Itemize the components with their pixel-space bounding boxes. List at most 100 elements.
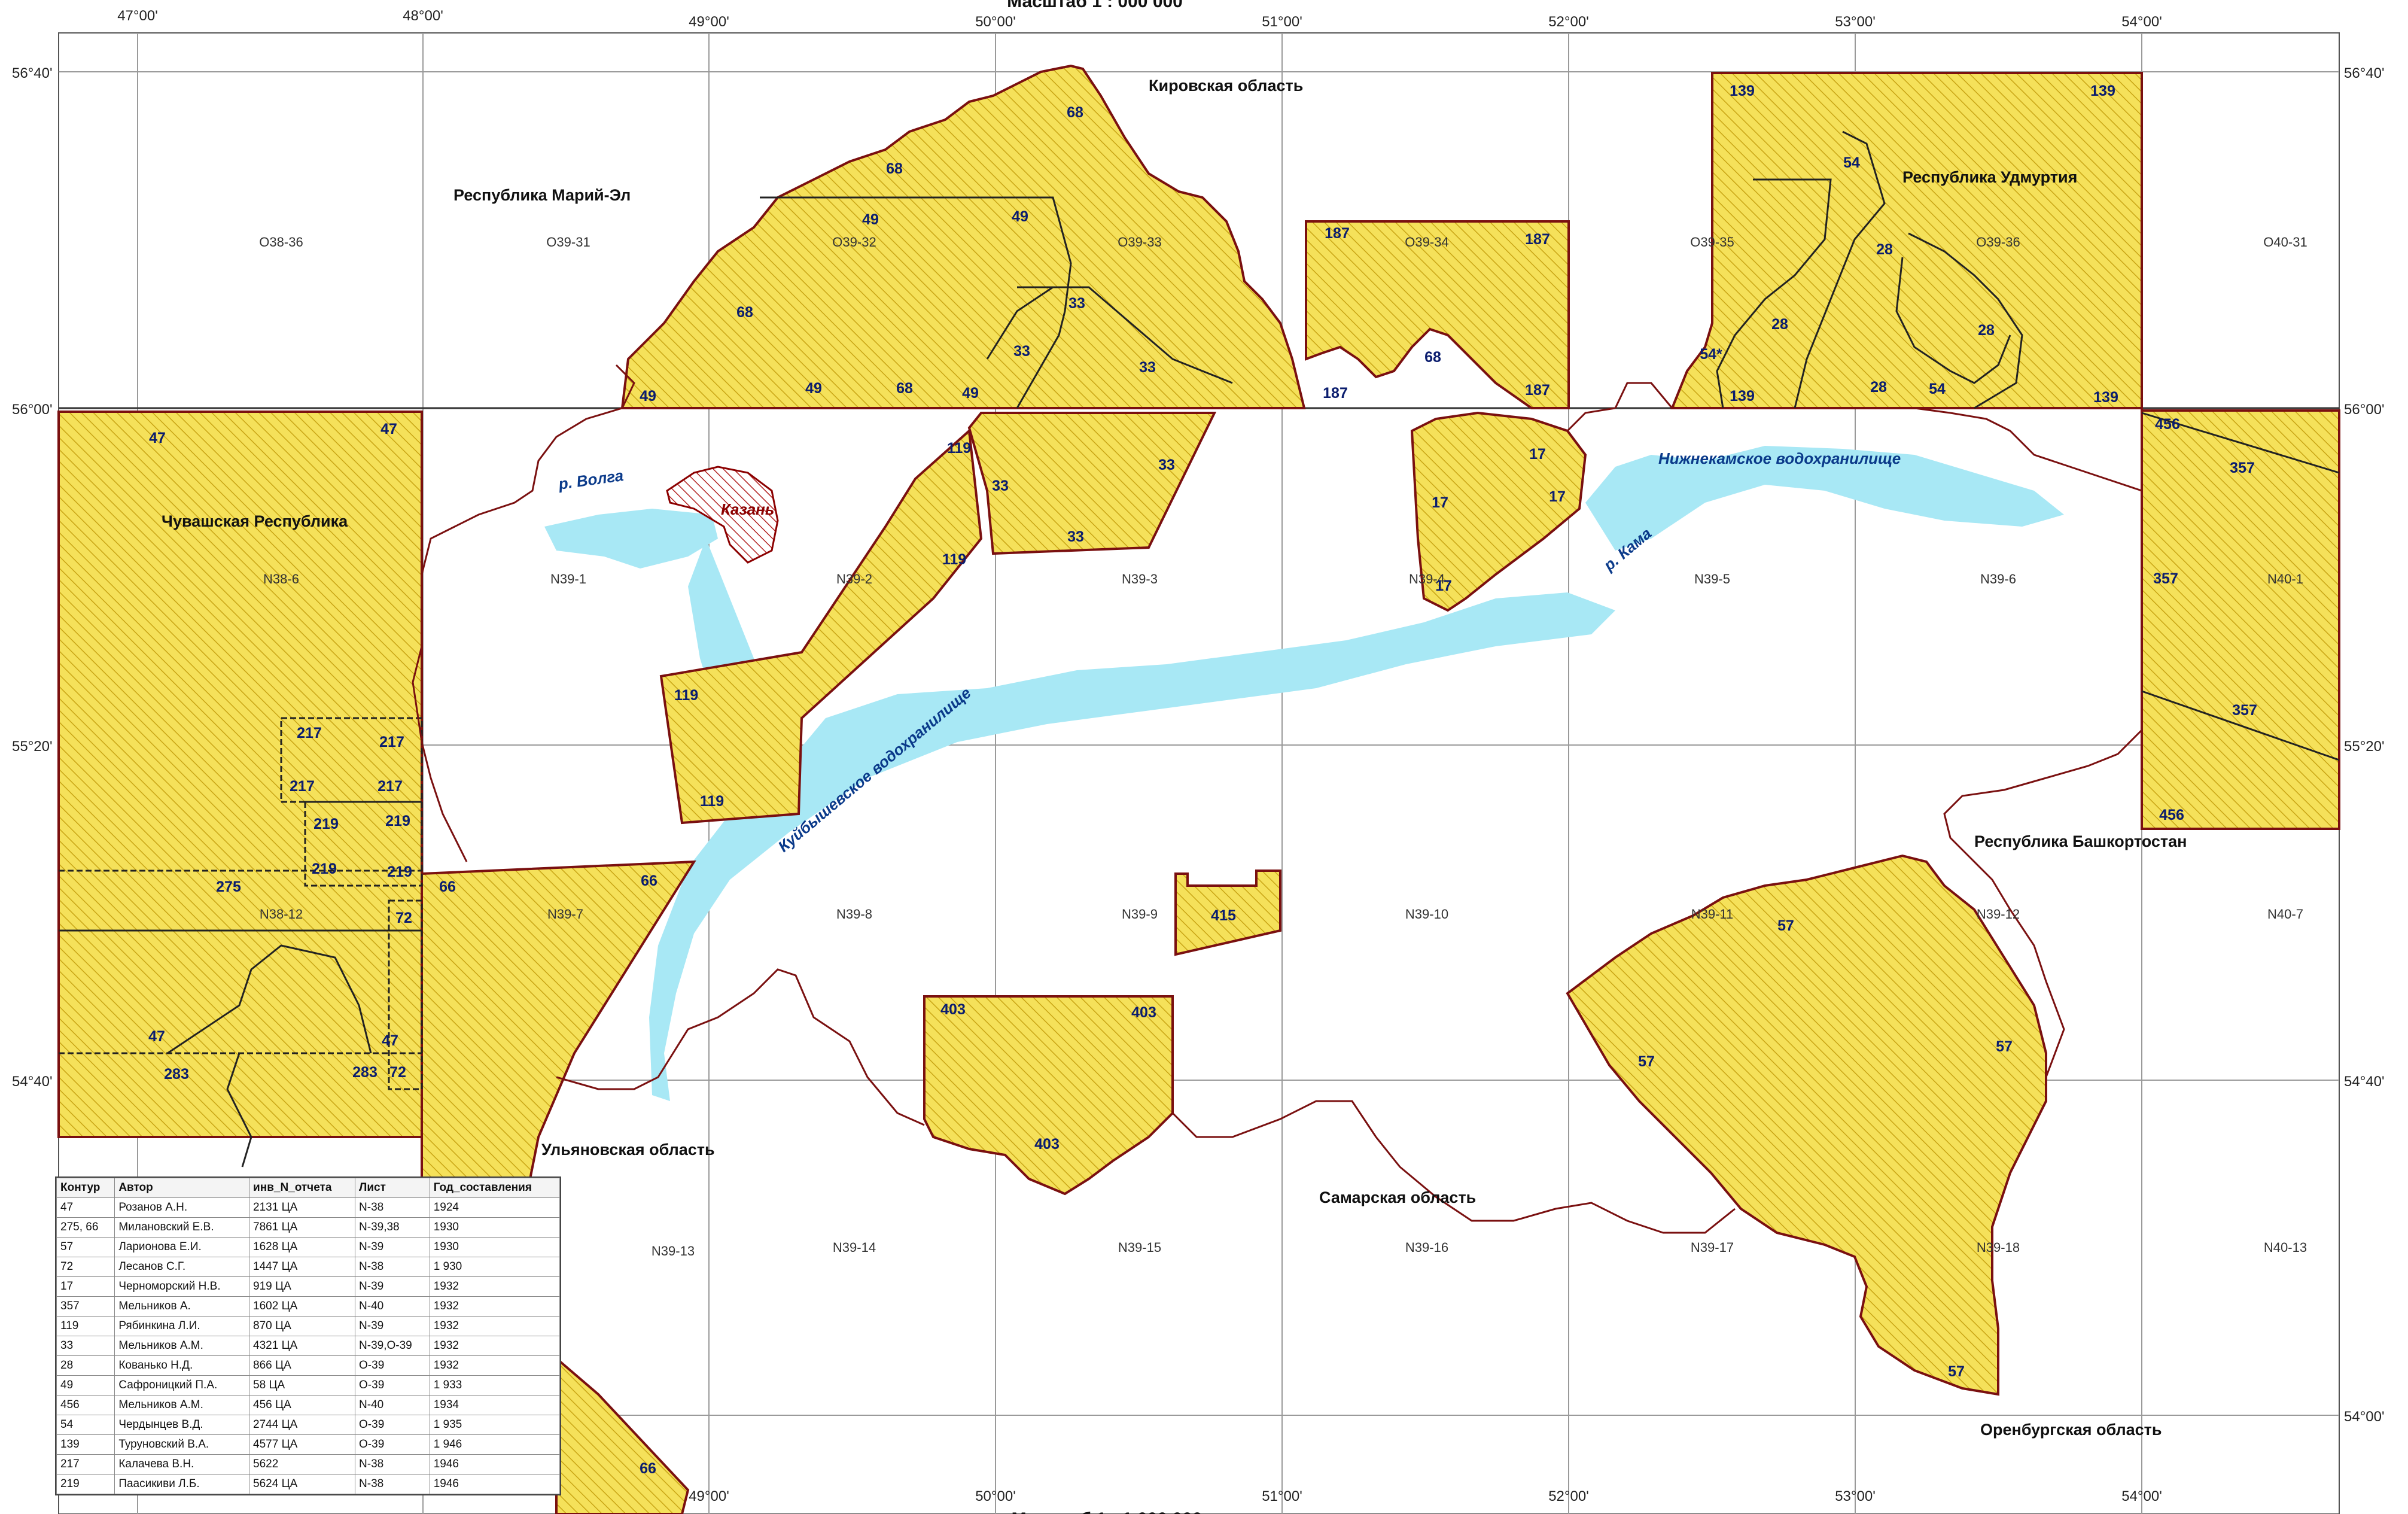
table-cell: 456 ЦА	[249, 1395, 356, 1415]
table-cell: 1447 ЦА	[249, 1257, 356, 1277]
contour-label: 57	[1777, 917, 1794, 934]
contour-57	[1566, 854, 2047, 1396]
contour-label: 49	[962, 385, 979, 402]
sheet-label: О39-34	[1405, 235, 1448, 250]
table-cell: 7861 ЦА	[249, 1217, 356, 1238]
lon-label: 52°00'	[1548, 14, 1589, 30]
lon-label: 50°00'	[975, 1488, 1016, 1504]
lon-label: 53°00'	[1835, 14, 1876, 30]
table-cell: 4577 ЦА	[249, 1434, 356, 1455]
interior-boundaries	[59, 130, 2340, 1168]
table-cell: N-40	[355, 1296, 430, 1317]
sheet-label: О39-35	[1690, 235, 1734, 250]
table-cell: 54	[56, 1415, 115, 1435]
table-cell: 219	[56, 1474, 115, 1494]
sheet-label: N39-8	[836, 907, 872, 922]
contour-label: 403	[1131, 1004, 1156, 1021]
table-cell: 1 930	[429, 1257, 561, 1277]
sheet-label: N39-5	[1694, 571, 1730, 586]
table-cell: 57	[56, 1237, 115, 1257]
contour-label: 119	[942, 551, 966, 568]
table-cell: 58 ЦА	[249, 1375, 356, 1396]
contour-label: 47	[380, 421, 397, 437]
contour-label: 33	[1067, 528, 1084, 545]
sheet-label: N39-13	[652, 1244, 695, 1258]
sheet-label: О39-33	[1118, 235, 1161, 250]
table-cell: 1946	[429, 1454, 561, 1475]
latitude-labels-left: 56°40' 56°00' 55°20' 54°40'	[12, 65, 53, 1090]
table-cell: N-40	[355, 1395, 430, 1415]
table-cell: О-39	[355, 1375, 430, 1396]
lat-label: 56°40'	[2344, 65, 2385, 81]
sheet-label: О40-31	[2263, 235, 2307, 250]
lon-label: 51°00'	[1262, 14, 1302, 30]
contour-label: 47	[382, 1032, 398, 1049]
sheet-label: N39-16	[1405, 1240, 1448, 1255]
table-cell: О-39	[355, 1434, 430, 1455]
table-cell: 456	[56, 1395, 115, 1415]
contour-label: 33	[992, 478, 1009, 494]
contour-label: 219	[313, 816, 339, 832]
contour-label: 54	[1929, 381, 1946, 397]
contour-label: 217	[379, 734, 404, 750]
water-bodies	[544, 446, 2064, 1101]
table-cell: О-39	[355, 1415, 430, 1435]
contour-label: 68	[736, 304, 753, 321]
region-mari: Республика Марий-Эл	[453, 186, 631, 204]
table-cell: 1932	[429, 1355, 561, 1376]
lon-label: 48°00'	[403, 8, 443, 24]
contour-label: 66	[641, 872, 657, 889]
lat-label: 54°40'	[12, 1074, 53, 1090]
region-udmurtia: Республика Удмуртия	[1902, 168, 2077, 186]
contour-label: 17	[1529, 446, 1546, 463]
table-cell: N-39	[355, 1237, 430, 1257]
sheet-label: N39-14	[833, 1240, 876, 1255]
table-cell: 72	[56, 1257, 115, 1277]
contour-label: 456	[2159, 807, 2184, 823]
sheet-label: N39-3	[1122, 571, 1158, 586]
contour-label: 17	[1432, 494, 1448, 511]
sheet-label: О39-36	[1976, 235, 2020, 250]
sheet-label: N40-13	[2264, 1240, 2307, 1255]
table-cell: Мельников А.М.	[114, 1395, 250, 1415]
contour-label: 357	[2153, 570, 2178, 587]
contour-label: 119	[674, 687, 698, 704]
contour-label: 217	[378, 778, 403, 795]
volga-river	[544, 509, 718, 568]
table-cell: Милановский Е.В.	[114, 1217, 250, 1238]
sheet-label: N39-12	[1977, 907, 2020, 922]
table-cell: N-38	[355, 1257, 430, 1277]
col-sheet: Лист	[355, 1178, 430, 1198]
col-contour: Контур	[56, 1178, 115, 1198]
contour-label: 187	[1525, 382, 1550, 399]
survey-contours	[57, 64, 2340, 1514]
table-cell: 1932	[429, 1276, 561, 1297]
contour-label: 139	[1730, 83, 1755, 99]
contour-label: 275	[216, 878, 241, 895]
table-cell: N-39	[355, 1276, 430, 1297]
contour-label: 139	[2093, 389, 2118, 406]
table-cell: N-39,О-39	[355, 1336, 430, 1356]
scale-title-top: Масштаб 1 : 000 000	[1007, 0, 1183, 11]
table-cell: Лесанов С.Г.	[114, 1257, 250, 1277]
contour-label: 415	[1211, 907, 1236, 924]
table-cell: 1932	[429, 1296, 561, 1317]
contour-label: 33	[1068, 295, 1085, 312]
lon-label: 54°00'	[2121, 1488, 2162, 1504]
table-cell: Сафроницкий П.А.	[114, 1375, 250, 1396]
contour-label: 47	[148, 1028, 165, 1045]
contour-label: 68	[1067, 104, 1083, 121]
contour-label: 33	[1013, 343, 1030, 360]
nizhnekamsk-reservoir	[1585, 446, 2064, 551]
sheet-label: N40-1	[2267, 571, 2303, 586]
col-report-number: инв_N_отчета	[249, 1178, 356, 1198]
table-cell: 919 ЦА	[249, 1276, 356, 1297]
contour-label: 49	[640, 388, 656, 405]
table-cell: 28	[56, 1355, 115, 1376]
contour-label: 403	[940, 1001, 966, 1018]
